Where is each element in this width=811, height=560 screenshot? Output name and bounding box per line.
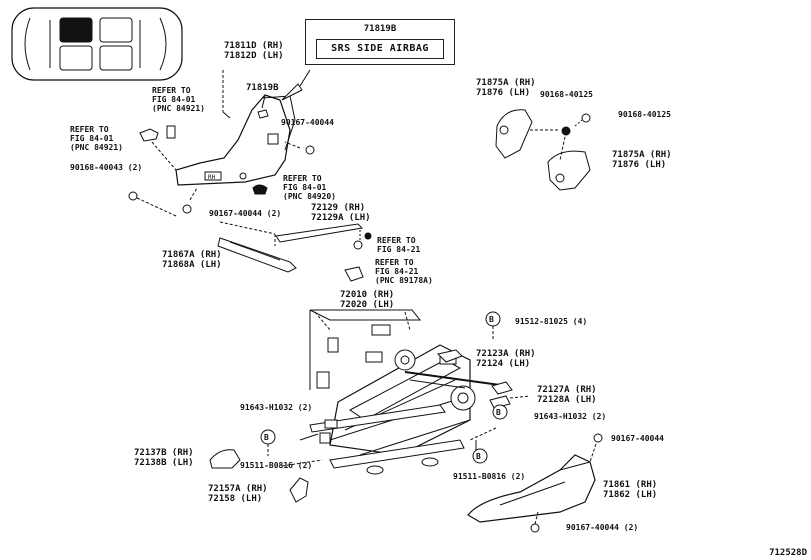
b-marker-2: B: [496, 408, 501, 417]
b-marker-4: B: [476, 452, 481, 461]
bracket-parts-right: [496, 110, 590, 190]
svg-text:RH: RH: [208, 174, 216, 181]
b-marker-1: B: [489, 315, 494, 324]
label-72129: 72129 (RH)72129A (LH): [311, 203, 371, 223]
label-90168-40125-a: 90168-40125: [540, 90, 593, 99]
label-71811d: 71811D (RH)71812D (LH): [224, 41, 284, 61]
label-91511-right: 91511-B0816 (2): [453, 472, 526, 481]
label-90167-40044-bottom: 90167-40044 (2): [566, 523, 639, 532]
diagram-id: 712528D: [769, 548, 807, 558]
seat-adjuster-assembly: [310, 310, 500, 474]
label-72010: 72010 (RH)72020 (LH): [340, 290, 395, 310]
label-91511-left: 91511-B0816 (2): [240, 461, 313, 470]
label-90168-40125-b: 90168-40125: [618, 110, 671, 119]
vehicle-location-icon: [12, 8, 182, 80]
seat-side-shield-lower: [468, 455, 595, 522]
sticker-text: SRS SIDE AIRBAG: [316, 39, 444, 59]
label-71819b: 71819B: [246, 83, 279, 93]
label-91643-right: 91643-H1032 (2): [534, 412, 607, 421]
label-71861: 71861 (RH)71862 (LH): [603, 480, 658, 500]
label-71867a: 71867A (RH)71868A (LH): [162, 250, 222, 270]
label-71875a-bottom: 71875A (RH)71876 (LH): [612, 150, 672, 170]
label-71875a-top: 71875A (RH)71876 (LH): [476, 78, 536, 98]
label-72123a: 72123A (RH)72124 (LH): [476, 349, 536, 369]
label-90167-40044-2: 90167-40044 (2): [209, 209, 282, 218]
label-72127a: 72127A (RH)72128A (LH): [537, 385, 597, 405]
label-72157a: 72157A (RH)72158 (LH): [208, 484, 268, 504]
sticker-part-number: 71819B: [363, 24, 397, 34]
label-90167-40044-right: 90167-40044: [611, 434, 664, 443]
label-90168-40043: 90168-40043 (2): [70, 163, 143, 172]
b-marker-3: B: [264, 433, 269, 442]
label-90167-40044-top: 90167-40044: [281, 118, 334, 127]
srs-airbag-label-box: 71819B SRS SIDE AIRBAG: [305, 19, 455, 65]
label-91643-left: 91643-H1032 (2): [240, 403, 313, 412]
label-91512: 91512-81025 (4): [515, 317, 588, 326]
label-72137b: 72137B (RH)72138B (LH): [134, 448, 194, 468]
